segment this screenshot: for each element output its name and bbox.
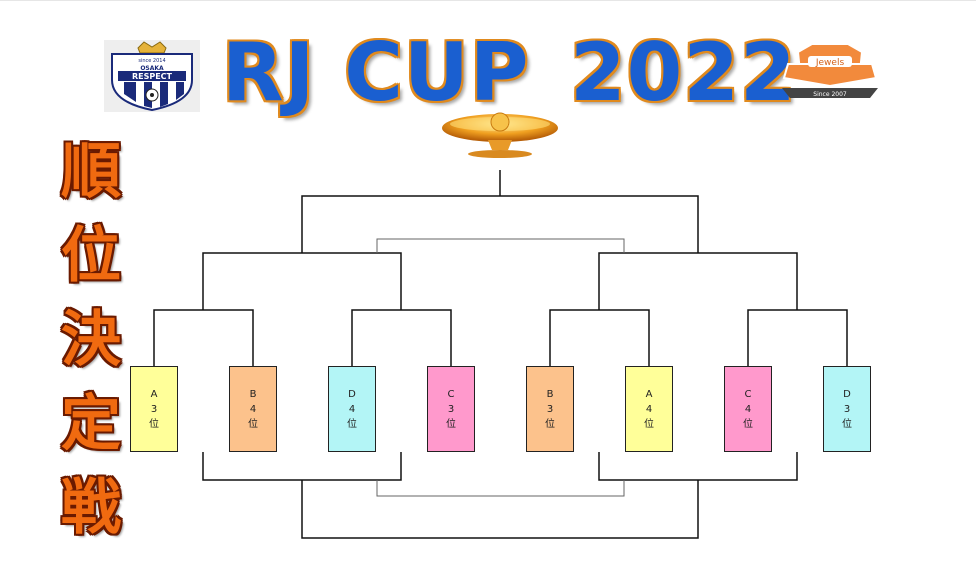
team-rank: 3 [843, 403, 851, 415]
team-group: D [348, 388, 356, 400]
team-box: B 3 位 [526, 366, 574, 452]
logo-left-name: RESPECT [132, 72, 173, 81]
team-group: A [645, 388, 653, 400]
team-box: D 4 位 [328, 366, 376, 452]
team-group: A [150, 388, 158, 400]
team-rank: 4 [249, 403, 257, 415]
team-suffix: 位 [743, 418, 753, 430]
team-rank: 4 [645, 403, 653, 415]
team-box: D 3 位 [823, 366, 871, 452]
bracket-loser-right [598, 452, 798, 481]
team-group: C [744, 388, 752, 400]
bracket-third-place [376, 238, 625, 253]
team-box: C 3 位 [427, 366, 475, 452]
team-box: A 3 位 [130, 366, 178, 452]
team-suffix: 位 [545, 418, 555, 430]
team-suffix: 位 [644, 418, 654, 430]
team-group: B [546, 388, 554, 400]
jewels-logo: Jewels Since 2007 [782, 43, 878, 98]
bracket-seventh-place [376, 480, 625, 497]
team-box: B 4 位 [229, 366, 277, 452]
team-group: C [447, 388, 455, 400]
bracket-final [301, 195, 699, 253]
team-rank: 3 [546, 403, 554, 415]
bracket-r2-left [202, 252, 402, 310]
team-box: A 4 位 [625, 366, 673, 452]
top-divider [0, 0, 976, 1]
title-rj-cup: RJ CUP [222, 26, 530, 119]
team-suffix: 位 [842, 418, 852, 430]
team-rank: 4 [348, 403, 356, 415]
team-box: C 4 位 [724, 366, 772, 452]
side-title: 順 位 決 定 戦 [56, 130, 126, 550]
bracket-r1-left-2 [351, 309, 452, 366]
bracket-r1-right-1 [549, 309, 650, 366]
side-title-char: 順 [61, 137, 121, 207]
team-suffix: 位 [248, 418, 258, 430]
team-group: D [843, 388, 851, 400]
team-suffix: 位 [347, 418, 357, 430]
team-rank: 3 [447, 403, 455, 415]
side-title-char: 定 [61, 389, 121, 459]
team-rank: 4 [744, 403, 752, 415]
logo-right-year: Since 2007 [813, 91, 847, 98]
logo-left-since: since 2014 [138, 58, 165, 64]
bracket-r1-right-2 [747, 309, 848, 366]
logo-left-city: OSAKA [140, 65, 164, 72]
bracket-r2-right [598, 252, 798, 310]
bracket-r1-left-1 [153, 309, 254, 366]
bracket-loser-final [301, 480, 699, 539]
team-group: B [249, 388, 257, 400]
trophy-icon [442, 112, 558, 158]
side-title-char: 決 [61, 305, 121, 375]
title-year: 2022 [570, 26, 797, 119]
team-suffix: 位 [446, 418, 456, 430]
logo-right-name: Jewels [815, 58, 845, 68]
osaka-respect-logo: since 2014 OSAKA RESPECT [104, 40, 200, 112]
team-suffix: 位 [149, 418, 159, 430]
team-rank: 3 [150, 403, 158, 415]
side-title-char: 位 [61, 221, 121, 291]
bracket-loser-left [202, 452, 402, 481]
side-title-char: 戦 [61, 473, 121, 543]
